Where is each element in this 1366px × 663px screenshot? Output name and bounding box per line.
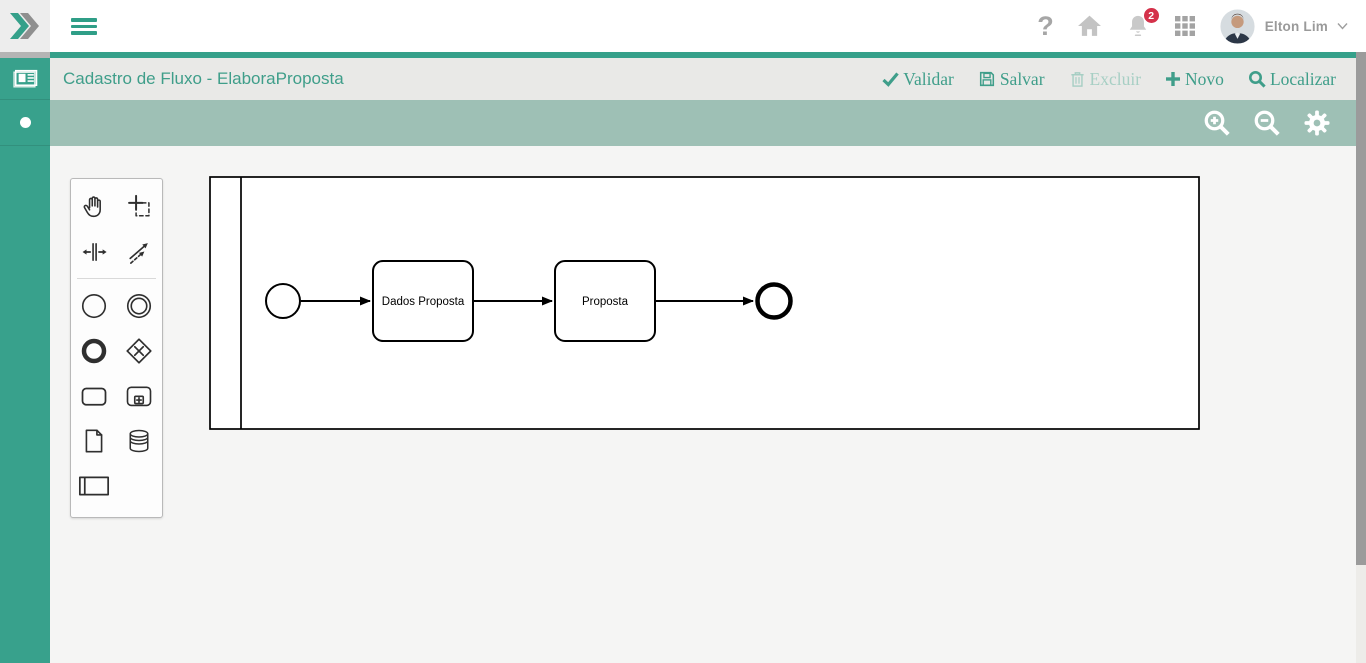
bpmn-palette xyxy=(70,178,163,518)
bpmn-canvas: Dados Proposta Proposta xyxy=(50,146,1356,663)
scrollbar-thumb[interactable] xyxy=(1356,52,1366,565)
double-chevron-logo-icon xyxy=(10,13,39,39)
apps-grid-icon[interactable] xyxy=(1173,14,1197,38)
task-node-dados-proposta[interactable]: Dados Proposta xyxy=(372,260,474,342)
hamburger-bar xyxy=(71,24,97,29)
start-event-node[interactable] xyxy=(265,283,301,319)
find-label: Localizar xyxy=(1269,68,1336,89)
delete-button[interactable]: Excluir xyxy=(1069,68,1142,90)
save-icon xyxy=(979,71,994,87)
palette-entry-create-participant[interactable] xyxy=(71,463,117,508)
home-icon[interactable] xyxy=(1076,14,1103,38)
start-event-icon xyxy=(81,293,106,318)
page-header: Cadastro de Fluxo - ElaboraProposta Vali… xyxy=(50,58,1356,100)
settings-gear-icon[interactable] xyxy=(1302,108,1332,138)
hamburger-bar xyxy=(71,31,97,35)
intermediate-event-icon xyxy=(127,293,152,318)
palette-entry-space-tool[interactable] xyxy=(71,229,117,274)
save-label: Salvar xyxy=(999,68,1045,89)
action-bar: Validar Salvar Excluir xyxy=(882,69,1336,90)
new-label: Novo xyxy=(1185,68,1224,89)
lasso-tool-icon xyxy=(128,194,150,217)
subprocess-icon xyxy=(126,385,152,406)
hand-tool-icon xyxy=(83,195,101,217)
vertical-scrollbar[interactable] xyxy=(1356,52,1366,663)
find-button[interactable]: Localizar xyxy=(1248,69,1336,90)
palette-entry-create-subprocess[interactable] xyxy=(117,373,163,418)
palette-entry-lasso-tool[interactable] xyxy=(117,184,163,229)
search-icon xyxy=(1248,71,1266,88)
hamburger-bar xyxy=(71,18,97,22)
gateway-icon xyxy=(126,337,152,364)
app-logo[interactable] xyxy=(0,0,50,52)
sidebar-item-active-view[interactable] xyxy=(0,100,50,146)
validate-label: Validar xyxy=(903,68,954,89)
palette-entry-create-gateway[interactable] xyxy=(117,328,163,373)
topbar: ? 2 xyxy=(0,0,1366,52)
validate-button[interactable]: Validar xyxy=(882,69,954,90)
palette-entry-create-intermediate-event[interactable] xyxy=(117,283,163,328)
avatar xyxy=(1218,7,1256,45)
palette-entry-create-end-event[interactable] xyxy=(71,328,117,373)
topbar-bottom-strip xyxy=(0,52,1366,58)
trash-icon xyxy=(1070,72,1084,87)
pool-shape[interactable] xyxy=(209,176,1200,430)
menu-toggle-button[interactable] xyxy=(71,18,97,35)
task-label: Dados Proposta xyxy=(382,296,465,308)
notification-badge: 2 xyxy=(1142,7,1160,24)
palette-entry-global-connect-tool[interactable] xyxy=(117,229,163,274)
dot-icon xyxy=(19,117,31,128)
palette-entry-create-data-store[interactable] xyxy=(117,418,163,463)
palette-entry-hand-tool[interactable] xyxy=(71,184,117,229)
palette-entry-create-start-event[interactable] xyxy=(71,283,117,328)
topbar-right-cluster: ? 2 xyxy=(1037,0,1348,52)
chevron-down-icon xyxy=(1337,23,1348,30)
task-label: Proposta xyxy=(582,296,629,308)
palette-separator xyxy=(77,278,156,279)
user-name: Elton Lim xyxy=(1264,18,1328,34)
new-button[interactable]: Novo xyxy=(1165,69,1224,90)
task-node-proposta[interactable]: Proposta xyxy=(554,260,656,342)
delete-label: Excluir xyxy=(1089,68,1142,89)
end-event-node[interactable] xyxy=(755,282,793,320)
strip-gray-segment xyxy=(0,52,50,58)
canvas-toolbar xyxy=(50,100,1356,146)
save-button[interactable]: Salvar xyxy=(978,69,1045,90)
sidebar-item-flow-register[interactable] xyxy=(0,58,50,100)
page-title: Cadastro de Fluxo - ElaboraProposta xyxy=(63,69,344,88)
zoom-in-icon[interactable] xyxy=(1202,108,1232,138)
palette-entry-create-data-object[interactable] xyxy=(71,418,117,463)
strip-teal-segment xyxy=(50,52,1366,58)
sidebar xyxy=(0,58,50,663)
space-tool-icon xyxy=(82,242,107,261)
data-store-icon xyxy=(129,429,149,452)
global-connect-tool-icon xyxy=(129,242,149,264)
user-menu[interactable]: Elton Lim xyxy=(1218,7,1348,45)
palette-entry-create-task[interactable] xyxy=(71,373,117,418)
participant-icon xyxy=(78,476,109,495)
end-event-icon xyxy=(81,338,106,363)
data-object-icon xyxy=(85,428,103,453)
check-icon xyxy=(882,72,899,87)
bpmn-diagram: Dados Proposta Proposta xyxy=(209,176,1200,430)
help-icon[interactable]: ? xyxy=(1037,10,1054,41)
task-icon xyxy=(81,387,107,406)
zoom-out-icon[interactable] xyxy=(1252,108,1282,138)
notifications-bell-icon[interactable]: 2 xyxy=(1125,7,1160,39)
plus-icon xyxy=(1166,72,1181,86)
card-icon xyxy=(12,69,37,88)
